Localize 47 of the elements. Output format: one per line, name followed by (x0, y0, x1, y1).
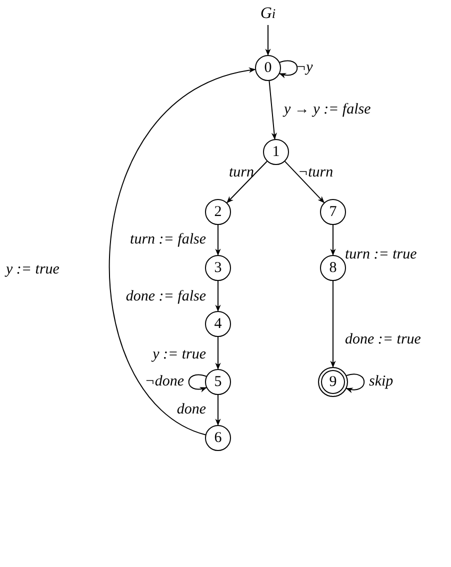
state-circle (205, 199, 231, 225)
arrow (188, 374, 207, 392)
state-number: 6 (214, 430, 222, 446)
arrow (215, 394, 221, 426)
edge-label: skip (369, 374, 394, 390)
state-number: 8 (329, 260, 337, 276)
edge-label: ¬y (296, 60, 313, 76)
arrow (110, 68, 256, 436)
state-circle (205, 311, 231, 337)
state-circle (320, 199, 346, 225)
arrow (215, 224, 221, 256)
edge-label: ¬done (144, 374, 184, 390)
edge-label: done := true (345, 332, 421, 348)
arrow (330, 280, 336, 368)
state-number: 2 (214, 204, 222, 220)
state-number: 3 (214, 260, 222, 276)
arrow (215, 280, 221, 312)
state-circle (320, 255, 346, 281)
arrow (330, 224, 336, 256)
edge-label: y := true (6, 262, 60, 278)
state-number: 7 (329, 204, 337, 220)
edge-label: ¬turn (298, 166, 334, 180)
state-number: 0 (264, 60, 272, 76)
state-number: 5 (214, 374, 222, 390)
arrow (284, 160, 325, 204)
state-circle (205, 255, 231, 281)
arrow (265, 24, 271, 56)
arrow (346, 374, 365, 393)
state-number: 4 (214, 316, 222, 332)
edge-label: turn := true (345, 248, 417, 262)
arrow (279, 60, 298, 78)
edge-label: turn (228, 166, 254, 180)
state-circle (205, 425, 231, 451)
state-circle (255, 55, 281, 81)
arrow (215, 336, 221, 370)
state-circle (263, 139, 289, 165)
arrow (268, 80, 277, 140)
state-number: 1 (272, 144, 280, 160)
accepting-state-circle (318, 367, 348, 397)
state-number: 9 (329, 374, 337, 390)
edge-label: done (176, 402, 206, 418)
edge-label: done := false (126, 290, 206, 304)
arrow (226, 160, 268, 204)
edge-label: y := true (152, 348, 206, 362)
state-circle (205, 369, 231, 395)
edge-label: y → y := false (284, 102, 371, 118)
edge-label: turn := false (130, 232, 206, 248)
